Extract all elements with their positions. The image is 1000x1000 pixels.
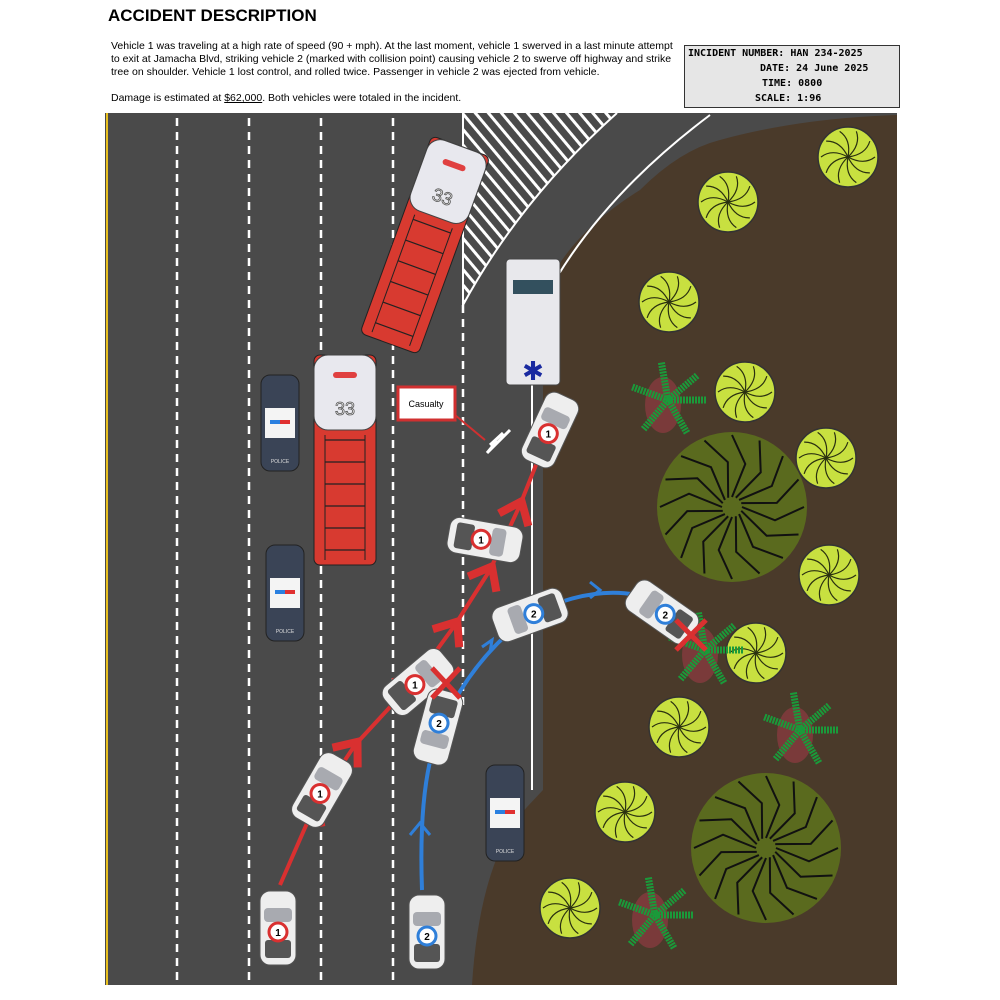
fire-truck-icon: 33: [361, 136, 489, 354]
vehicle2-swerve: 2: [491, 587, 569, 643]
damage-prefix: Damage is estimated at: [111, 92, 225, 104]
date-value: 24 June 2025: [796, 63, 869, 74]
incident-number-label: INCIDENT NUMBER:: [688, 48, 785, 59]
shrub-icon: [539, 877, 601, 939]
scale-label: SCALE:: [755, 93, 792, 104]
shrub-icon: [697, 171, 759, 233]
page-title: ACCIDENT DESCRIPTION: [108, 6, 317, 25]
vehicle1-final: 1: [520, 391, 580, 469]
time-value: 0800: [798, 78, 823, 89]
casualty-label: Casualty: [408, 399, 444, 409]
vehicle-number-label: 1: [478, 535, 484, 546]
vehicle1-start: 1: [259, 890, 297, 966]
shrub-icon: [638, 271, 700, 333]
police-car-icon: POLICE: [265, 544, 305, 642]
large-tree-icon: [691, 773, 841, 923]
vehicle-number-label: 1: [317, 789, 323, 800]
police-car-icon: POLICE: [485, 764, 525, 862]
shrub-icon: [795, 427, 857, 489]
vehicle1-pos2: 1: [291, 752, 353, 828]
police-car-icon: POLICE: [260, 374, 300, 472]
star-of-life-icon: ✱: [522, 356, 544, 386]
fire-truck-number: 33: [335, 399, 355, 419]
vehicle-number-label: 2: [531, 610, 537, 621]
police-label: POLICE: [496, 849, 515, 855]
police-label: POLICE: [276, 629, 295, 635]
shrub-icon: [817, 126, 879, 188]
accident-description: Vehicle 1 was traveling at a high rate o…: [111, 40, 681, 118]
large-tree-icon: [657, 432, 807, 582]
casualty-marker-icon: [485, 428, 512, 455]
vehicle-number-label: 1: [546, 430, 552, 441]
ambulance-icon: ✱: [505, 258, 561, 386]
description-paragraph: Vehicle 1 was traveling at a high rate o…: [111, 40, 673, 78]
palm-icon: [763, 691, 838, 765]
vehicle2-start: 2: [408, 894, 446, 970]
time-row: TIME: 0800: [762, 78, 822, 89]
collision-marks: [430, 618, 708, 700]
vehicle-number-label: 2: [662, 610, 668, 621]
vehicle-number-label: 1: [275, 928, 281, 939]
incident-number-row: INCIDENT NUMBER: HAN 234-2025: [688, 48, 863, 59]
vehicle-number-label: 2: [436, 719, 442, 730]
police-label: POLICE: [271, 459, 290, 465]
palm-icon: [618, 876, 693, 950]
incident-number-value: HAN 234-2025: [790, 48, 863, 59]
vehicle1-roll: 1: [446, 516, 524, 564]
vehicle-number-label: 1: [412, 681, 418, 692]
shrub-icon: [648, 696, 710, 758]
scale-value: 1:96: [797, 93, 822, 104]
vehicle-number-label: 2: [424, 932, 430, 943]
vehicles: 33 33 ✱ POLICE POLICE POLICE 1 1 1 1 1 2 2 2 2: [259, 136, 700, 970]
date-row: DATE: 24 June 2025: [760, 63, 868, 74]
damage-suffix: . Both vehicles were totaled in the inci…: [262, 92, 462, 104]
vehicle2-path-arrows: [408, 580, 603, 836]
date-label: DATE:: [760, 63, 791, 74]
time-label: TIME:: [762, 78, 793, 89]
damage-amount: $62,000: [224, 92, 263, 104]
shrub-icon: [594, 781, 656, 843]
vehicle1-impact: 1: [381, 648, 455, 716]
scale-row: SCALE: 1:96: [755, 93, 821, 104]
vehicle2-impact: 2: [412, 688, 464, 766]
incident-info-box: INCIDENT NUMBER: HAN 234-2025 DATE: 24 J…: [684, 45, 900, 108]
palm-icon: [631, 361, 706, 435]
fire-truck-icon: 33: [313, 354, 377, 566]
shrub-icon: [714, 361, 776, 423]
casualty-callout: Casualty: [396, 385, 512, 455]
shrub-icon: [798, 544, 860, 606]
vegetation: [539, 126, 879, 950]
palm-icon: [668, 611, 743, 685]
damage-paragraph: Damage is estimated at $62,000. Both veh…: [111, 92, 681, 105]
